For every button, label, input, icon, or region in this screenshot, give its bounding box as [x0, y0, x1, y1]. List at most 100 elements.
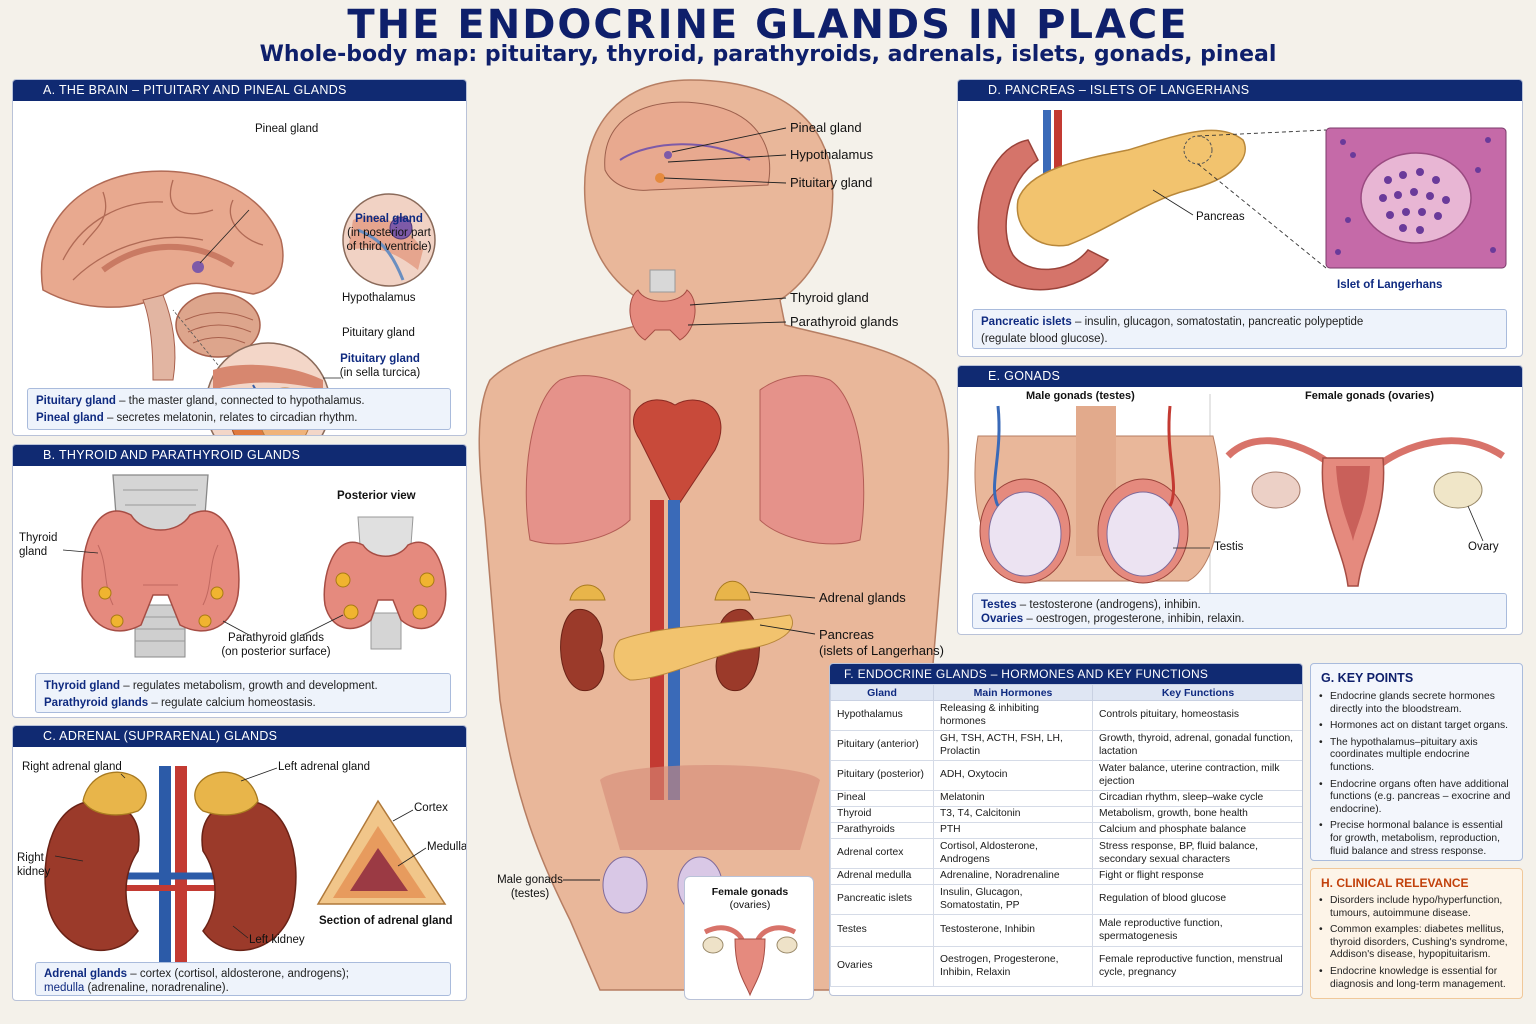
- label-right-kidney: Right kidney: [17, 851, 53, 879]
- cell-gland: Pituitary (anterior): [830, 730, 934, 761]
- body-label-pituitary: Pituitary gland: [790, 175, 873, 190]
- pineal-caption-title: Pineal gland: [355, 213, 423, 225]
- pituitary-caption: Pituitary gland (in sella turcica): [325, 352, 435, 380]
- label-pancreas: Pancreas: [1196, 211, 1245, 223]
- cell-functions: Male reproductive function, spermatogene…: [1092, 914, 1302, 947]
- label-left-adrenal: Left adrenal gland: [278, 761, 371, 773]
- list-item: Precise hormonal balance is essential fo…: [1319, 820, 1514, 858]
- body-label-male-gonads: Male gonads (testes): [490, 873, 570, 901]
- panel-gonads-heading: E. GONADS: [958, 366, 1522, 387]
- label-left-kidney: Left kidney: [249, 934, 305, 946]
- pineal-caption-line2: of third ventricle): [346, 241, 432, 253]
- cell-gland: Parathyroids: [830, 822, 934, 839]
- panel-adrenal-note: Adrenal glands – cortex (cortisol, aldos…: [35, 962, 451, 996]
- note-parathyroid-text: – regulate calcium homeostasis.: [148, 697, 316, 709]
- cell-hormones: Melatonin: [933, 790, 1093, 807]
- list-item: Hormones act on distant target organs.: [1319, 720, 1514, 733]
- label-testis: Testis: [1214, 541, 1244, 553]
- label-parathyroid-line2: (on posterior surface): [221, 646, 331, 658]
- cell-hormones: GH, TSH, ACTH, FSH, LH, Prolactin: [933, 730, 1093, 761]
- panel-pancreas: D. PANCREAS – ISLETS OF LANGERHANS Pancr…: [957, 79, 1523, 357]
- cell-gland: Hypothalamus: [830, 700, 934, 731]
- note-ovaries-term: Ovaries: [981, 613, 1024, 625]
- cell-hormones: Adrenaline, Noradrenaline: [933, 868, 1093, 885]
- body-label-male-gonads-line1: Male gonads: [497, 874, 563, 886]
- panel-clinical: H. CLINICAL RELEVANCE Disorders include …: [1310, 868, 1523, 999]
- label-parathyroid-line1: Parathyroid glands: [228, 632, 324, 644]
- cell-hormones: T3, T4, Calcitonin: [933, 806, 1093, 823]
- list-item: Disorders include hypo/hyperfunction, tu…: [1319, 895, 1514, 920]
- note-testes-text: – testosterone (androgens), inhibin.: [1016, 599, 1201, 611]
- cell-hormones: ADH, Oxytocin: [933, 760, 1093, 791]
- label-posterior-view: Posterior view: [337, 490, 416, 502]
- body-label-parathyroid: Parathyroid glands: [790, 314, 899, 329]
- panel-brain-note: Pituitary gland – the master gland, conn…: [27, 388, 451, 430]
- col-hormones: Main Hormones: [933, 684, 1093, 701]
- cell-hormones: Cortisol, Aldosterone, Androgens: [933, 838, 1093, 869]
- pituitary-caption-line1: (in sella turcica): [339, 367, 421, 379]
- note-pineal-text: – secretes melatonin, relates to circadi…: [103, 412, 358, 424]
- inset-female-gonads-line1: Female gonads: [711, 886, 789, 898]
- table-row: Pituitary (anterior)GH, TSH, ACTH, FSH, …: [830, 730, 1302, 761]
- cell-functions: Fight or flight response: [1092, 868, 1302, 885]
- key-points-list: Endocrine glands secrete hormones direct…: [1311, 691, 1522, 858]
- cell-gland: Testes: [830, 914, 934, 947]
- note-pineal-term: Pineal gland: [36, 412, 104, 424]
- note-pituitary-term: Pituitary gland: [36, 395, 116, 407]
- panel-hormone-table: F. ENDOCRINE GLANDS – HORMONES AND KEY F…: [829, 663, 1303, 996]
- label-adrenal-section: Section of adrenal gland: [319, 915, 453, 927]
- body-label-pineal: Pineal gland: [790, 120, 862, 135]
- label-thyroid: Thyroid gland: [19, 531, 63, 559]
- cell-gland: Ovaries: [830, 946, 934, 987]
- cell-functions: Female reproductive function, menstrual …: [1092, 946, 1302, 987]
- list-item: The hypothalamus–pituitary axis coordina…: [1319, 737, 1514, 775]
- panel-gonads: E. GONADS Male gonads (testes) Female go…: [957, 365, 1523, 635]
- inset-uterus-illustration: [702, 925, 798, 997]
- cell-hormones: Insulin, Glucagon, Somatostatin, PP: [933, 884, 1093, 915]
- note-islets-text1: – insulin, glucagon, somatostatin, pancr…: [1071, 316, 1364, 328]
- cell-gland: Pancreatic islets: [830, 884, 934, 915]
- gonads-illustration: [974, 394, 1505, 596]
- note-parathyroid-term: Parathyroid glands: [44, 697, 149, 709]
- note-medulla-text: (adrenaline, noradrenaline).: [84, 982, 229, 994]
- note-islets-term: Pancreatic islets: [981, 316, 1072, 328]
- panel-brain: A. THE BRAIN – PITUITARY AND PINEAL GLAN…: [12, 79, 467, 436]
- body-label-thyroid: Thyroid gland: [790, 290, 869, 305]
- table-header-row: Gland Main Hormones Key Functions: [830, 684, 1302, 701]
- label-right-kidney-line2: kidney: [17, 866, 51, 878]
- panel-adrenal: C. ADRENAL (SUPRARENAL) GLANDS Right adr…: [12, 725, 467, 1001]
- cell-functions: Regulation of blood glucose: [1092, 884, 1302, 915]
- label-hypothalamus: Hypothalamus: [342, 292, 416, 304]
- pancreas-illustration: [977, 110, 1507, 291]
- page-title: THE ENDOCRINE GLANDS IN PLACE: [347, 2, 1189, 48]
- key-points-heading: G. KEY POINTS: [1321, 671, 1414, 685]
- list-item: Common examples: diabetes mellitus, thyr…: [1319, 924, 1514, 962]
- female-gonads-inset: Female gonads (ovaries): [684, 876, 814, 1000]
- islet-cells: [1335, 137, 1496, 255]
- pituitary-caption-title: Pituitary gland: [340, 353, 420, 365]
- label-thyroid-line2: gland: [19, 546, 48, 558]
- body-label-hypothalamus: Hypothalamus: [790, 147, 874, 162]
- label-female-gonads: Female gonads (ovaries): [1305, 390, 1434, 402]
- cell-functions: Growth, thyroid, adrenal, gonadal functi…: [1092, 730, 1302, 761]
- clinical-list: Disorders include hypo/hyperfunction, tu…: [1311, 895, 1522, 991]
- label-right-adrenal: Right adrenal gland: [22, 761, 122, 773]
- note-adrenal-term: Adrenal glands: [44, 968, 128, 980]
- thyroid-illustration: [62, 474, 447, 658]
- list-item: Endocrine organs often have additional f…: [1319, 779, 1514, 817]
- note-islets-text2: (regulate blood glucose).: [981, 333, 1108, 345]
- body-label-pancreas-line2: (islets of Langerhans): [819, 643, 945, 658]
- note-testes-term: Testes: [981, 599, 1017, 611]
- label-thyroid-line1: Thyroid: [19, 532, 58, 544]
- label-pineal: Pineal gland: [255, 123, 319, 135]
- label-parathyroid: Parathyroid glands (on posterior surface…: [213, 631, 339, 659]
- cell-gland: Pineal: [830, 790, 934, 807]
- panel-gonads-note: Testes – testosterone (androgens), inhib…: [972, 593, 1507, 629]
